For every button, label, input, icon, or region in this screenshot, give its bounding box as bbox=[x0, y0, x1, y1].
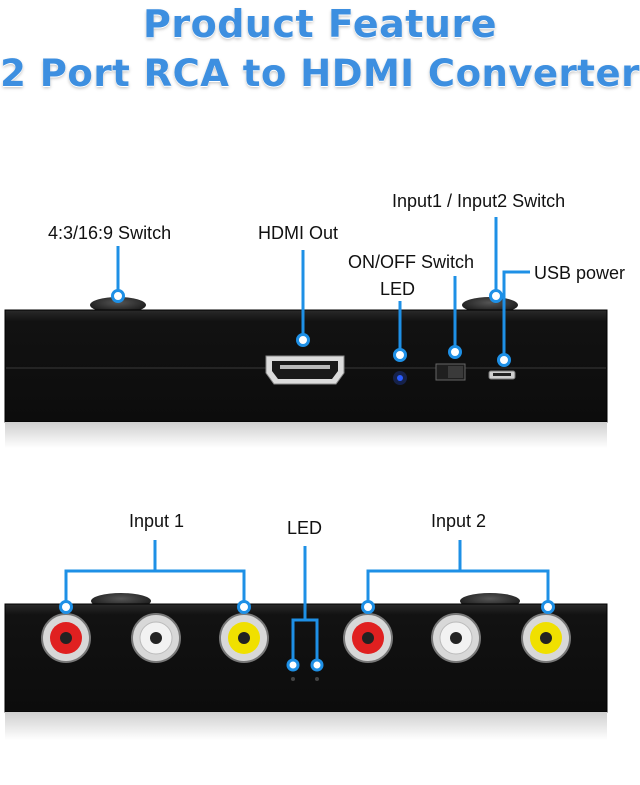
rca-white-jack-1-icon bbox=[131, 613, 181, 663]
back-panel-reflection bbox=[5, 422, 607, 448]
hdmi-out-label: HDMI Out bbox=[258, 223, 339, 243]
back-panel-callouts bbox=[116, 217, 530, 360]
back-panel-callout-dots bbox=[111, 289, 511, 367]
back-panel-device bbox=[4, 297, 608, 448]
aspect-switch-knob bbox=[90, 297, 146, 313]
front-panel-device bbox=[4, 593, 608, 740]
rca-red-jack-1-icon bbox=[41, 613, 91, 663]
power-switch-label: ON/OFF Switch bbox=[348, 252, 475, 272]
front-led-1-icon bbox=[291, 677, 295, 681]
title-line-2: 2 Port RCA to HDMI Converter bbox=[0, 52, 640, 95]
front-panel-body bbox=[4, 603, 608, 713]
rca-yellow-jack-2-icon bbox=[521, 613, 571, 663]
rca-white-jack-2-icon bbox=[431, 613, 481, 663]
title-line-1: Product Feature bbox=[143, 2, 497, 46]
front-led-2-icon bbox=[315, 677, 319, 681]
front-panel-reflection bbox=[5, 712, 607, 740]
back-led-label: LED bbox=[380, 279, 416, 299]
rca-red-jack-2-icon bbox=[343, 613, 393, 663]
input2-label: Input 2 bbox=[431, 511, 487, 531]
input-switch-label: Input1 / Input2 Switch bbox=[392, 191, 566, 211]
front-panel-callout-dots bbox=[59, 600, 555, 672]
blue-led-icon bbox=[397, 375, 403, 381]
aspect-switch-label: 4:3/16:9 Switch bbox=[48, 223, 172, 243]
input1-label: Input 1 bbox=[129, 511, 185, 531]
front-panel-callouts bbox=[64, 540, 550, 665]
usb-power-label: USB power bbox=[534, 263, 626, 283]
rca-yellow-jack-1-icon bbox=[219, 613, 269, 663]
front-led-label: LED bbox=[287, 518, 323, 538]
